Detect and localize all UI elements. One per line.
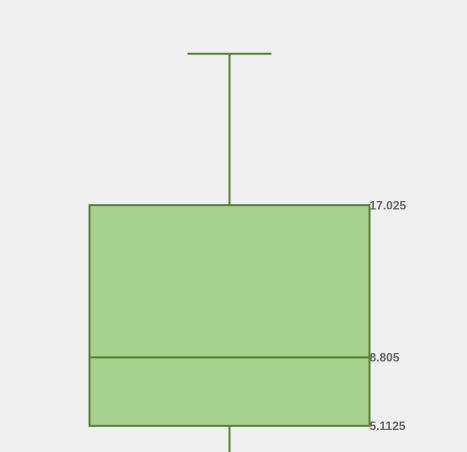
- q3-label: 17.025: [370, 198, 407, 212]
- median-label: 8.805: [370, 351, 400, 365]
- interquartile-box: [88, 204, 371, 427]
- q1-label: 5.1125: [370, 419, 406, 433]
